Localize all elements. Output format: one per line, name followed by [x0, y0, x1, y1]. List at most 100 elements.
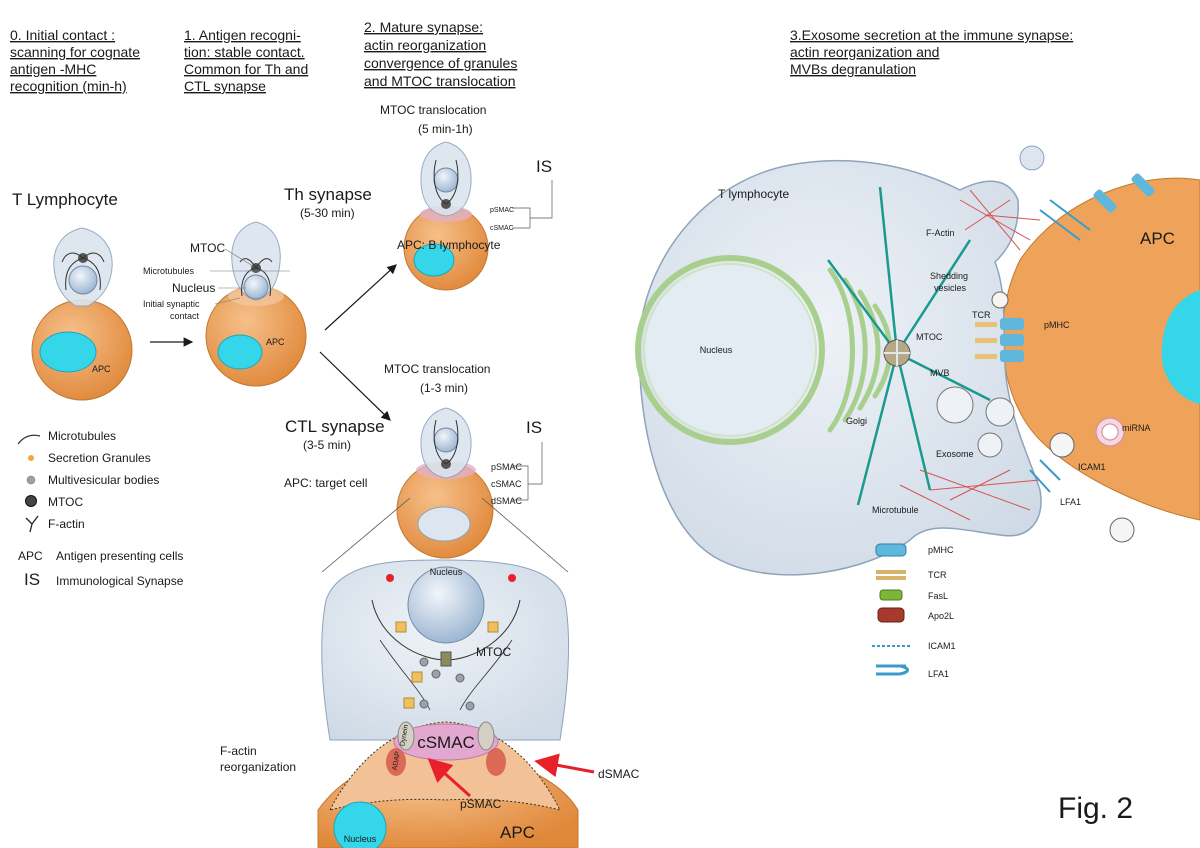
header-step0: 0. Initial contact : scanning for cognat…	[10, 27, 140, 94]
panel1-nucleus-label: Nucleus	[172, 281, 215, 295]
legend2-icam1: ICAM1	[928, 641, 956, 651]
exo-mirna-label: miRNA	[1122, 423, 1151, 433]
exo-apc-label: APC	[1140, 229, 1175, 248]
ctl-dsmac-label: dSMAC	[491, 496, 523, 506]
exo-mvb-1	[936, 386, 974, 424]
ctl-time-label: (1-3 min)	[420, 381, 468, 395]
panel1-apc-label: APC	[266, 337, 285, 347]
exo-pmhc-label: pMHC	[1044, 320, 1070, 330]
panel-exosome-secretion: APC T lymphocyte Nucleus Golgi MTOC Micr…	[635, 145, 1200, 576]
detail-mtoc-label: MTOC	[476, 645, 511, 659]
detail-mtoc-icon	[440, 651, 452, 667]
legend-molecules: pMHC TCR FasL Apo2L ICAM1 LFA1	[872, 543, 956, 679]
th-psmac-label: pSMAC	[490, 207, 514, 214]
exo-mtoc-detail	[884, 340, 910, 366]
panel0-apc-nucleus	[39, 331, 97, 373]
panel1-contact-leader	[214, 297, 241, 305]
legend-granule-icon	[28, 455, 34, 461]
ctl-zoom-line-right	[481, 497, 569, 573]
ctl-is-bracket	[512, 442, 543, 501]
detail-granule-1	[395, 621, 407, 633]
panel-ctl-detail: Nucleus MTOC cSMAC Dynein ADAP Nucleus A…	[220, 559, 640, 848]
exo-shedding-vesicle	[991, 291, 1009, 309]
ctl-zoom-line-left	[321, 497, 411, 573]
panel0-initial-contact: T Lymphocyte APC	[12, 190, 133, 401]
detail-granule-3	[411, 671, 423, 683]
header-step3: 3.Exosome secretion at the immune synaps…	[790, 27, 1073, 77]
legend: Microtubules Secretion Granules Multives…	[17, 429, 184, 589]
detail-mvb-3	[455, 673, 465, 683]
exo-shedding-label-2: vesicles	[934, 283, 967, 293]
exo-apc-nucleus	[1161, 290, 1200, 404]
exo-microtubules	[826, 186, 991, 506]
detail-tcell-nucleus	[407, 566, 485, 644]
ctl-mtoc-label: MTOC translocation	[384, 362, 490, 376]
legend-mvb: Multivesicular bodies	[48, 473, 159, 487]
step2-line3: convergence of granules	[364, 55, 517, 71]
panel0-title: T Lymphocyte	[12, 190, 118, 209]
panel-th-synapse: MTOC translocation (5 min-1h) Th synapse…	[284, 103, 553, 291]
ctl-psmac-label: pSMAC	[491, 462, 523, 472]
step1-line3: Common for Th and	[184, 61, 308, 77]
legend2-apo2l-icon	[877, 607, 905, 623]
detail-apc-label: APC	[500, 823, 535, 842]
panel0-apc-label: APC	[92, 364, 111, 374]
step0-line2: scanning for cognate	[10, 44, 140, 60]
panel0-microtubules	[61, 252, 105, 291]
legend-is-full: Immunological Synapse	[56, 574, 184, 588]
header-step2: 2. Mature synapse: actin reorganization …	[364, 19, 517, 89]
detail-adap-label: ADAP	[392, 751, 402, 771]
exo-nucleus	[635, 255, 825, 445]
panel1-antigen-recognition: APC MTOC Microtubules Nucleus Initial sy…	[143, 221, 307, 387]
ctl-tcell-nucleus	[433, 427, 459, 453]
detail-csmac-label: cSMAC	[417, 733, 475, 752]
exo-mvb-2	[985, 397, 1015, 427]
panel1-microtubules	[239, 258, 273, 297]
legend-microtubules-icon	[17, 434, 41, 445]
step2-line2: actin reorganization	[364, 37, 486, 53]
panel1-contact-label-2: contact	[170, 311, 200, 321]
legend2-apo2l: Apo2L	[928, 611, 954, 621]
th-apc-nucleus	[413, 243, 455, 277]
detail-mvb-4	[419, 699, 429, 709]
exo-factin-top	[959, 189, 1041, 251]
th-duration: (5-30 min)	[300, 206, 355, 220]
detail-apc-nucleus	[333, 801, 387, 848]
exo-vesicle-1	[1019, 145, 1045, 171]
ctl-microtubules	[433, 419, 459, 465]
exo-mirna-core	[1101, 423, 1119, 441]
header-step1: 1. Antigen recogni- tion: stable contact…	[184, 27, 308, 94]
exo-tcr-pmhc-pairs	[975, 318, 1024, 362]
legend-mtoc-icon	[25, 495, 37, 507]
legend2-lfa1: LFA1	[928, 669, 949, 679]
exo-factin-bottom	[899, 469, 1041, 521]
step1-line2: tion: stable contact.	[184, 44, 305, 60]
exo-pmhc-top-2	[1131, 173, 1155, 197]
detail-adap-right	[486, 748, 506, 776]
detail-receptor-left	[386, 574, 394, 582]
panel1-microtubules-label: Microtubules	[143, 266, 195, 276]
detail-factin-label-2: reorganization	[220, 760, 296, 774]
legend-mvb-icon	[26, 475, 36, 485]
legend-apc-abbr: APC	[18, 549, 43, 563]
detail-dsmac-arrow	[534, 753, 595, 778]
detail-nucleus-label: Nucleus	[430, 567, 463, 577]
legend2-lfa1-icon	[876, 664, 909, 676]
exo-vesicle-3	[1109, 517, 1135, 543]
detail-apc-nucleus-label: Nucleus	[344, 834, 377, 844]
exo-tcr-label: TCR	[972, 310, 991, 320]
detail-adap-left	[386, 748, 406, 776]
step1-line4: CTL synapse	[184, 78, 266, 94]
detail-dsmac-label: dSMAC	[598, 767, 640, 781]
legend-microtubules: Microtubules	[48, 429, 116, 443]
exo-mvb-label: MVB	[930, 368, 950, 378]
detail-granule-4	[403, 697, 415, 709]
th-mtoc-label: MTOC translocation	[380, 103, 486, 117]
arrow-1-to-ctl	[319, 351, 391, 421]
figure-label: Fig. 2	[1058, 792, 1133, 825]
exo-nucleus-inner	[643, 263, 817, 437]
th-time-label: (5 min-1h)	[418, 122, 473, 136]
detail-mvb-1	[419, 657, 429, 667]
detail-mvb-5	[465, 701, 475, 711]
